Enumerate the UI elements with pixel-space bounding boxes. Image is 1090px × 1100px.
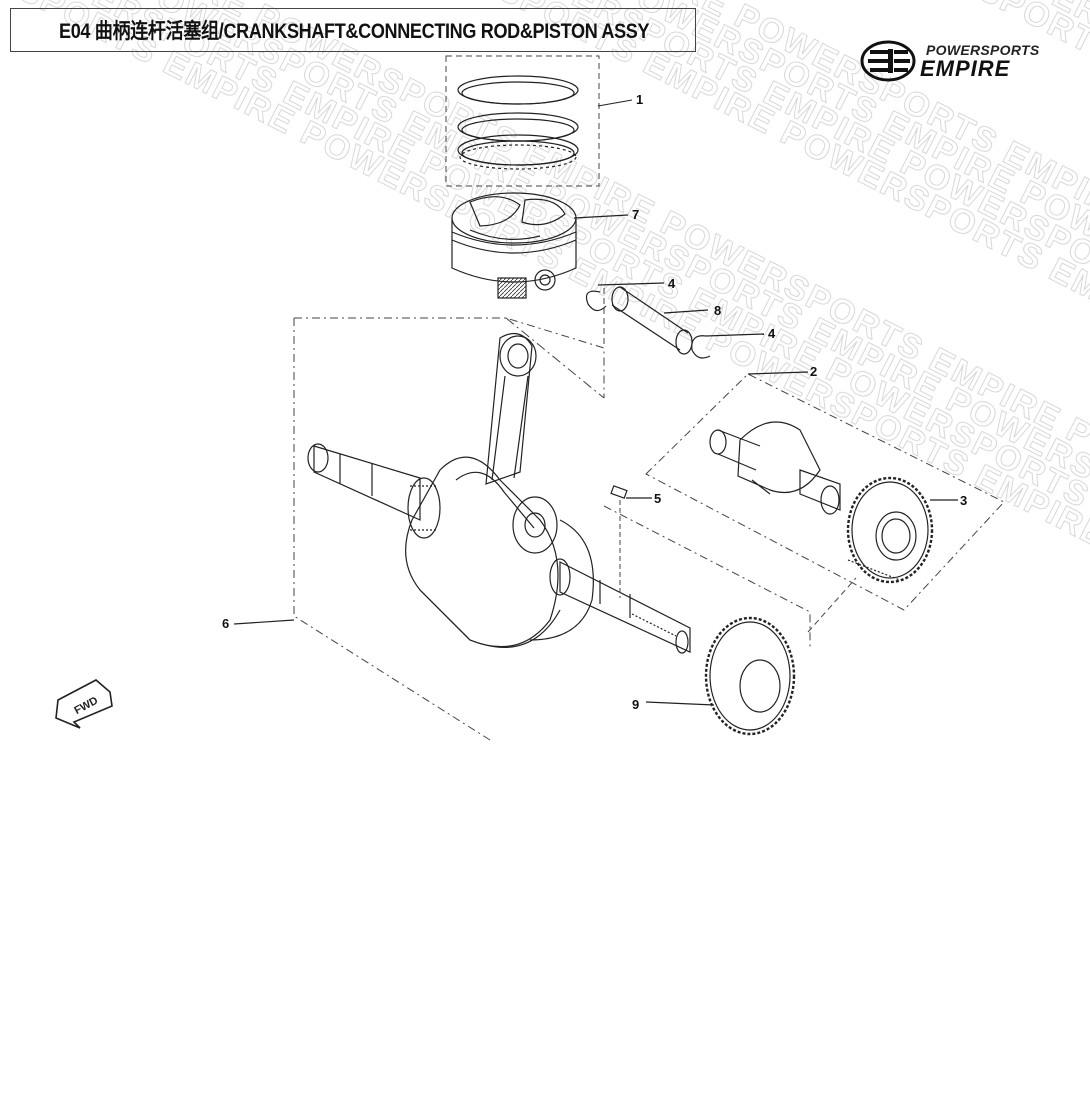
callout-piston-pin-clip-left: 4 bbox=[668, 276, 676, 291]
crankshaft-drive-gear bbox=[704, 577, 857, 736]
piston-rings bbox=[445, 55, 600, 187]
callout-piston-pin: 8 bbox=[714, 303, 721, 318]
callout-piston-rings: 1 bbox=[636, 92, 643, 107]
crankshaft-assy bbox=[293, 317, 811, 741]
balance-shaft-gear bbox=[846, 476, 934, 584]
callout-balance-shaft-gear: 3 bbox=[960, 493, 967, 508]
piston-pin-clip-right bbox=[691, 335, 711, 359]
piston-pin bbox=[611, 286, 693, 355]
callout-crankshaft-drive-gear: 9 bbox=[632, 697, 639, 712]
balance-shaft bbox=[645, 373, 1005, 611]
diagram-title: E04 曲柄连杆活塞组/CRANKSHAFT&CONNECTING ROD&PI… bbox=[59, 20, 650, 43]
logo-line2: EMPIRE bbox=[920, 56, 1011, 81]
callout-piston-pin-clip-right: 4 bbox=[768, 326, 776, 341]
callout-piston: 7 bbox=[632, 207, 639, 222]
logo-line1: POWERSPORTS bbox=[926, 42, 1040, 58]
forward-direction-icon: FWD bbox=[55, 679, 113, 729]
piston bbox=[451, 192, 577, 299]
woodruff-key bbox=[610, 485, 628, 598]
title-box: E04 曲柄连杆活塞组/CRANKSHAFT&CONNECTING ROD&PI… bbox=[10, 8, 696, 52]
brand-logo: POWERSPORTS EMPIRE bbox=[860, 40, 1060, 82]
callout-crankshaft-assy: 6 bbox=[222, 616, 229, 631]
empire-emblem-icon bbox=[860, 40, 916, 82]
callout-woodruff-key: 5 bbox=[654, 491, 661, 506]
diagram-sheet: POWERSPORTS EMPIRE POWERSPORTS EMPIRE PO… bbox=[0, 0, 1090, 741]
exploded-view-drawing: FWD 1 7 4 8 4 2 3 5 6 9 bbox=[55, 55, 1005, 741]
callout-balance-shaft: 2 bbox=[810, 364, 817, 379]
piston-pin-clip-left bbox=[585, 290, 607, 312]
